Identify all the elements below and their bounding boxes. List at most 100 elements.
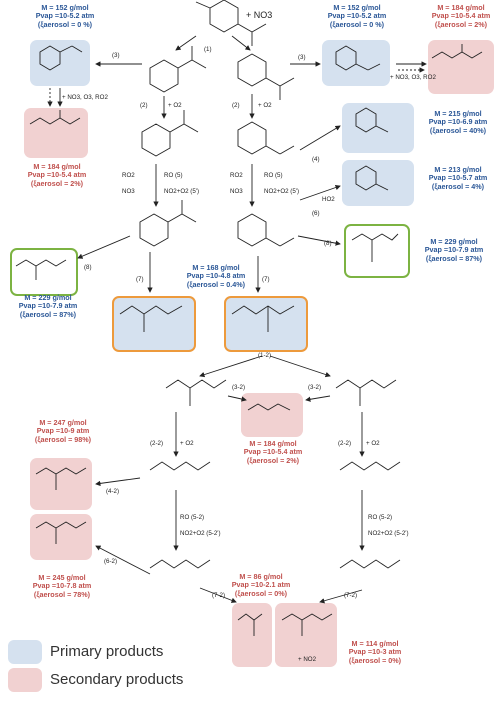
label-ro5-right: RO (5) [264, 172, 283, 179]
molecule-ketoaldehyde-right [231, 305, 295, 332]
legend-label-primary: Primary products [50, 643, 164, 660]
product-box-keto-nitrate-2 [30, 514, 92, 560]
label-ro2-left: RO2 [122, 172, 135, 179]
molecule-nitrooxy-radical-left [149, 46, 207, 93]
molecule-second-gen-left [165, 379, 227, 406]
molecule-alkoxy-2-left [149, 559, 211, 569]
product-box-epoxide-2 [241, 393, 303, 437]
label-r42: (4-2) [106, 488, 120, 495]
molecule-epoxide-right [335, 45, 381, 71]
label-r32-right: (3-2) [308, 384, 322, 391]
product-box-ketoaldehyde-left [112, 296, 196, 352]
product-box-methylglyoxal [232, 603, 272, 667]
label-ro5-left: RO (5) [164, 172, 183, 179]
label-plus-no3: + NO3 [246, 10, 273, 20]
label-r8-right: (8) [324, 240, 332, 247]
label-o2-2-right: + O2 [366, 440, 380, 447]
product-box-dicarbonyl-nitrate-right [344, 224, 410, 278]
label-r7-left: (7) [136, 276, 144, 283]
molecule-dicarbonyl-nitrate-right [351, 233, 399, 262]
label-side-oxid-left: + NO3, O3, RO2 [62, 94, 108, 101]
molecule-alkoxy-left [139, 200, 197, 247]
label-ro2-right: RO2 [230, 172, 243, 179]
label-r12: (1-2) [258, 352, 272, 359]
molecule-hydroxy-nitrate-2 [35, 467, 87, 490]
label-r4: (4) [312, 156, 320, 163]
label-r8-left: (8) [84, 264, 92, 271]
label-r32-left: (3-2) [232, 384, 246, 391]
label-no3-left: NO3 [122, 188, 135, 195]
label-r72-right: (7-2) [344, 592, 358, 599]
label-r72-left: (7-2) [212, 592, 226, 599]
label-r6: (6) [312, 210, 320, 217]
molecule-epoxide-2 [247, 403, 291, 411]
label-plus-no2: + NO2 [298, 656, 317, 663]
product-box-ketoaldehyde-small [275, 603, 337, 667]
label-r3-left: (3) [112, 52, 120, 59]
molecule-keto-nitrate-2 [35, 521, 87, 544]
molecule-epoxide-left [39, 45, 83, 71]
molecule-aldehyde-epoxide-right [431, 44, 483, 59]
label-r7-right: (7) [262, 276, 270, 283]
molecule-ketoaldehyde-left [119, 305, 183, 332]
molecule-peroxy-2-right [339, 461, 401, 471]
molecule-alkoxy-2-right [339, 559, 401, 569]
molecule-keto-nitrate [355, 165, 389, 191]
molecule-limonene [195, 0, 267, 46]
product-box-hydroxy-nitrate [342, 103, 414, 153]
label-ro52-left: RO (5-2) [180, 514, 205, 521]
product-box-hydroxy-nitrate-2 [30, 458, 92, 510]
label-o2-right: + O2 [258, 102, 272, 109]
molecule-dicarbonyl-nitrate-left [15, 259, 67, 280]
label-r2-right: (2) [232, 102, 240, 109]
product-box-dicarbonyl-nitrate-left [10, 248, 78, 296]
legend-swatch-secondary [8, 668, 42, 692]
molecule-alkoxy-right [237, 213, 295, 247]
molecule-peroxy-2-left [149, 461, 211, 471]
label-no2o2-right: NO2+O2 (5') [264, 188, 300, 195]
dashed-arrows [47, 67, 425, 107]
molecule-ketoaldehyde-small [281, 613, 333, 636]
label-r62: (6-2) [104, 558, 118, 565]
label-no2o2-left: NO2+O2 (5') [164, 188, 200, 195]
label-ho2: HO2 [322, 196, 335, 203]
label-r22-right: (2-2) [338, 440, 352, 447]
label-no2o2-52-left: NO2+O2 (5-2') [180, 530, 221, 537]
product-box-ketoaldehyde-right [224, 296, 308, 352]
label-no3-right: NO3 [230, 188, 243, 195]
label-side-oxid-right: + NO3, O3, RO2 [390, 74, 436, 81]
product-box-keto-nitrate [342, 160, 414, 206]
label-r1: (1) [204, 46, 212, 53]
label-r2-left: (2) [140, 102, 148, 109]
reaction-arrows [57, 35, 427, 604]
label-o2-left: + O2 [168, 102, 182, 109]
label-no2o2-52-right: NO2+O2 (5-2') [368, 530, 409, 537]
molecule-nitrooxy-radical-right [237, 53, 295, 100]
legend-swatch-primary [8, 640, 42, 664]
product-box-epoxide-aldehyde-right [428, 40, 494, 94]
legend-label-secondary: Secondary products [50, 671, 184, 688]
label-r22-left: (2-2) [150, 440, 164, 447]
label-o2-2-left: + O2 [180, 440, 194, 447]
molecule-peroxy-right [237, 121, 295, 155]
molecule-aldehyde-epoxide-left [29, 110, 81, 125]
product-box-epoxide-aldehyde-left [24, 108, 88, 158]
molecule-methylglyoxal [237, 613, 263, 636]
label-r3-right: (3) [298, 54, 306, 61]
